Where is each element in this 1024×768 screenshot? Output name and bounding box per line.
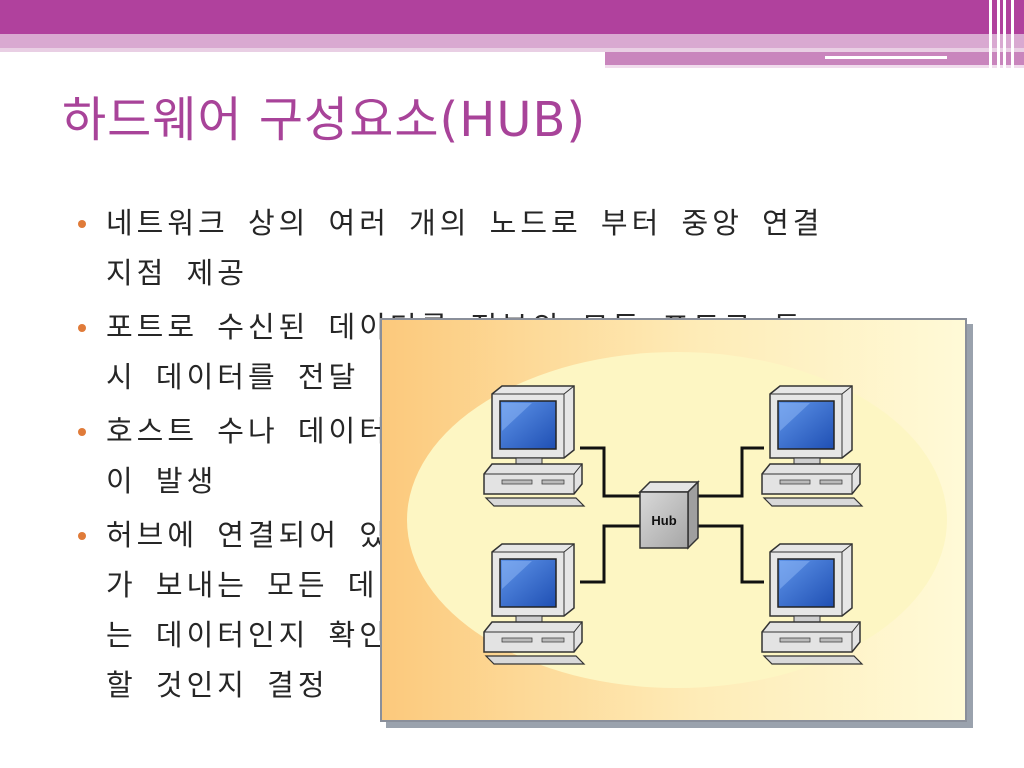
header-accent-line bbox=[825, 56, 947, 59]
computer-icon bbox=[483, 543, 585, 665]
slide-title: 하드웨어 구성요소(HUB) bbox=[62, 92, 587, 148]
header-band-thin bbox=[0, 48, 1024, 52]
bullet-dot-icon bbox=[78, 428, 86, 436]
bullet-line: 할 것인지 결정 bbox=[106, 668, 329, 702]
bullet-dot-icon bbox=[78, 220, 86, 228]
computer-icon bbox=[761, 385, 863, 507]
bullet-line: 지점 제공 bbox=[106, 256, 248, 290]
bullet-line: 이 발생 bbox=[106, 464, 218, 498]
network-diagram-svg: Hub bbox=[407, 352, 947, 688]
header-band-light bbox=[0, 34, 1024, 48]
header-band bbox=[0, 0, 1024, 34]
computer-icon bbox=[483, 385, 585, 507]
header-accent-line-2 bbox=[605, 65, 1024, 68]
bullet-line: 시 데이터를 전달 bbox=[106, 360, 360, 394]
network-cables bbox=[580, 446, 764, 584]
computer-icon bbox=[761, 543, 863, 665]
bullet-dot-icon bbox=[78, 532, 86, 540]
header-stripes bbox=[985, 0, 1024, 70]
hub-label: Hub bbox=[651, 513, 676, 528]
bullet-item: 네트워크 상의 여러 개의 노드로 부터 중앙 연결 지점 제공 bbox=[78, 198, 968, 298]
bullet-dot-icon bbox=[78, 324, 86, 332]
hub-network-diagram: Hub bbox=[380, 318, 967, 722]
hub-box-icon bbox=[638, 480, 700, 550]
bullet-line: 네트워크 상의 여러 개의 노드로 부터 중앙 연결 bbox=[106, 206, 824, 240]
